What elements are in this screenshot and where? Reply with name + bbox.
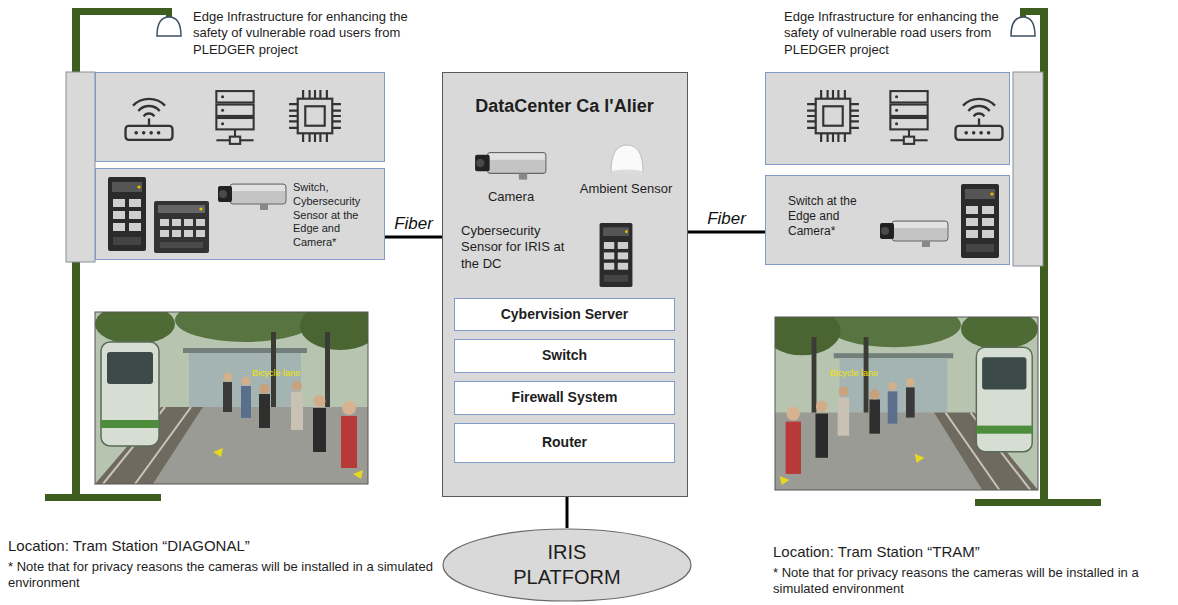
datacenter-box: DataCenter Ca l'AlierCameraAmbient Senso… [442, 72, 688, 497]
process-box: Firewall System [454, 381, 675, 415]
node-title: DataCenter Ca l'Alier [443, 95, 686, 118]
datacenter-devices [600, 223, 633, 287]
edge-icons [890, 91, 927, 144]
edge-icons [766, 73, 1009, 164]
photo-caption: Bicycle lane [252, 368, 322, 379]
fiber-link [566, 497, 569, 528]
tram-photo-left [95, 312, 368, 484]
edge-panel: Edge Infrastructure for enhancing the sa… [765, 72, 1010, 165]
text-slot: Edge Infrastructure for enhancing the sa… [784, 9, 1006, 58]
label-slot: * Note that for privacy reasons the came… [773, 565, 1171, 598]
text-slot: DataCenter Ca l'Alier [443, 95, 686, 118]
edge-icons [807, 90, 859, 142]
edge-devices [154, 201, 209, 253]
fiber-link [688, 231, 765, 234]
edge-icons [96, 73, 386, 161]
tram-photo-right [763, 303, 1038, 490]
ellipse-outline [443, 529, 691, 601]
privacy-note: * Note that for privacy reasons the came… [8, 559, 433, 592]
datacenter-devices [611, 145, 643, 175]
left-lamp-pole [66, 72, 95, 262]
text-slot: Edge Infrastructure for enhancing the sa… [193, 9, 418, 58]
platform-ellipse: IRIS PLATFORM [442, 528, 692, 602]
node-text: Ambient Sensor [567, 181, 685, 197]
right-lamp-pole [1013, 72, 1043, 266]
edge-icons [289, 90, 341, 142]
tram-photo-left [95, 298, 380, 484]
node-title: Firewall System [512, 389, 618, 407]
photo-caption: Bicycle lane [830, 368, 900, 379]
edge-label-slot: Fiber [394, 213, 433, 234]
ellipse-outline [442, 528, 692, 602]
link-label: Fiber [707, 208, 746, 229]
node-text: Camera [459, 189, 563, 205]
device-panel: Switch at the Edge and Camera* [765, 175, 1010, 265]
node-title: Switch, Cybersecurity Sensor at the Edge… [293, 181, 381, 250]
tram-photo-left [95, 298, 380, 484]
label-slot: * Note that for privacy reasons the came… [8, 559, 433, 592]
edge-devices [108, 177, 146, 251]
node-title: Edge Infrastructure for enhancing the sa… [193, 9, 418, 58]
label-slot: Location: Tram Station “DIAGONAL” [8, 537, 448, 556]
edge-icons [216, 91, 253, 144]
fiber-link [385, 236, 442, 239]
node-title: Cybervision Server [501, 306, 629, 324]
edge-devices [880, 221, 948, 247]
tram-photo-right [775, 317, 1038, 490]
label-slot: Bicycle lane [830, 368, 900, 379]
device-panel: Switch, Cybersecurity Sensor at the Edge… [95, 168, 385, 260]
text-slot: IRIS PLATFORM [442, 528, 692, 602]
node-title: Edge Infrastructure for enhancing the sa… [784, 9, 1006, 58]
left-lamp-pole [72, 8, 172, 15]
node-title: Switch [542, 347, 587, 365]
label-slot: Location: Tram Station “TRAM” [773, 543, 1171, 562]
edge-label-slot: Fiber [707, 208, 746, 229]
edge-panel: Edge Infrastructure for enhancing the sa… [95, 72, 385, 162]
text-slot: Firewall System [455, 382, 674, 414]
process-box: Cybervision Server [454, 298, 675, 331]
label-slot: Bicycle lane [252, 368, 322, 379]
process-box: Router [454, 423, 675, 463]
text-slot: Router [455, 424, 674, 462]
edge-icons [956, 99, 1003, 140]
text-slot: Camera [459, 189, 563, 205]
node-text: Cybersecurity Sensor for IRIS at the DC [461, 223, 585, 272]
left-lamp-pole [45, 494, 161, 501]
datacenter-devices [475, 153, 546, 180]
left-lamp-pole [157, 17, 181, 36]
text-slot: Switch at the Edge and Camera* [788, 194, 874, 239]
node-title: Switch at the Edge and Camera* [788, 194, 874, 239]
text-slot: Cybersecurity Sensor for IRIS at the DC [461, 223, 585, 272]
edge-devices [218, 184, 286, 210]
text-slot: Switch, Cybersecurity Sensor at the Edge… [293, 181, 381, 250]
link-label: Fiber [394, 213, 433, 234]
location-label: Location: Tram Station “TRAM” [773, 543, 1171, 562]
text-slot: Cybervision Server [455, 299, 674, 330]
right-lamp-pole [1011, 17, 1035, 36]
process-box: Switch [454, 339, 675, 373]
edge-icons [126, 99, 173, 140]
privacy-note: * Note that for privacy reasons the came… [773, 565, 1171, 598]
location-label: Location: Tram Station “DIAGONAL” [8, 537, 448, 556]
node-title: Router [542, 434, 587, 452]
text-slot: Switch [455, 340, 674, 372]
text-slot: Ambient Sensor [567, 181, 685, 197]
right-lamp-pole [975, 499, 1101, 506]
node-title: IRIS PLATFORM [497, 540, 637, 590]
edge-devices [961, 184, 999, 258]
tram-photo-right [763, 303, 1038, 490]
